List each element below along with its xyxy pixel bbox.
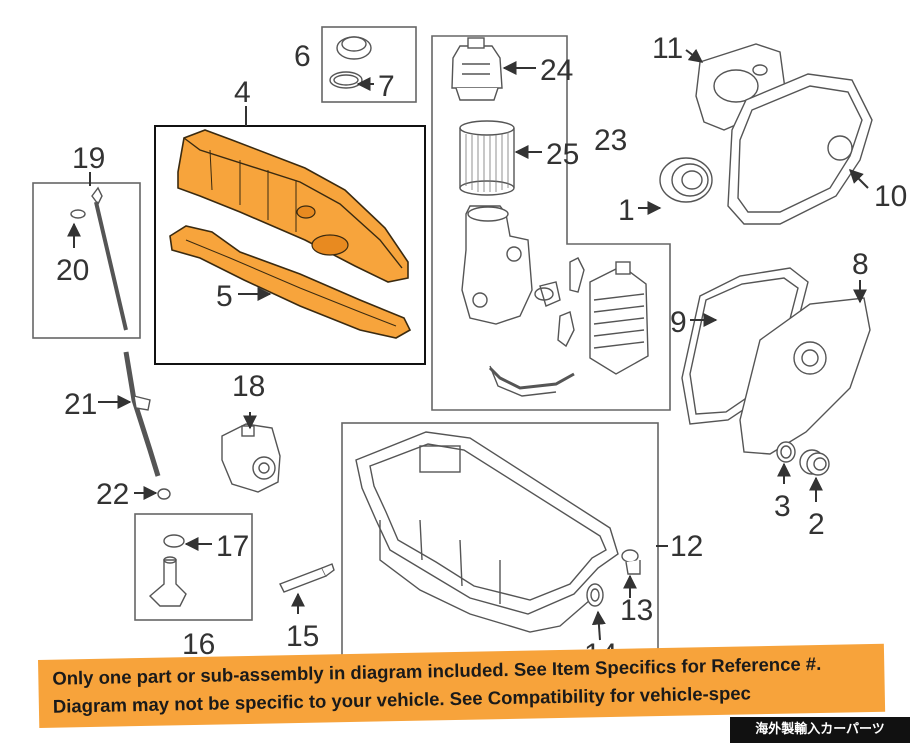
sealant-tube-part [279, 563, 335, 593]
callout-16: 16 [182, 628, 215, 661]
plug-part [799, 449, 830, 476]
oil-pump-part [221, 423, 281, 493]
tube-seal-part [157, 488, 171, 500]
gasket-part [169, 225, 412, 339]
filter-element-part [459, 120, 515, 196]
callout-18: 18 [232, 370, 265, 403]
seal-part [557, 311, 575, 348]
callout-6: 6 [294, 40, 311, 73]
cap-seal-part [329, 71, 363, 89]
group-box-sensor [134, 513, 253, 621]
oil-cooler-part [589, 261, 649, 375]
crank-seal-part [659, 157, 713, 203]
filter-housing-cap-part [451, 37, 503, 101]
seal-part [569, 257, 585, 293]
callout-23: 23 [594, 124, 627, 157]
oil-sensor-part [148, 556, 187, 607]
group-box-oil-filter [431, 35, 671, 411]
filter-housing-part [461, 205, 561, 325]
dipstick-part [91, 186, 128, 331]
group-box-valve-cover [154, 125, 426, 365]
callout-4: 4 [234, 76, 251, 109]
seal-ring-part [776, 441, 796, 463]
callout-21: 21 [64, 388, 97, 421]
callout-1: 1 [618, 194, 635, 227]
callout-12: 12 [670, 530, 703, 563]
callout-10: 10 [874, 180, 907, 213]
callout-8: 8 [852, 248, 869, 281]
drain-plug-part [621, 549, 641, 575]
callout-13: 13 [620, 594, 653, 627]
cooler-tube-part [488, 366, 575, 390]
drain-washer-part [586, 583, 604, 607]
group-box-dipstick [32, 182, 141, 339]
callout-2: 2 [808, 508, 825, 541]
oil-cap-part [336, 36, 372, 60]
callout-24: 24 [540, 54, 573, 87]
dipstick-seal-part [70, 209, 86, 219]
timing-cover-part [727, 73, 873, 225]
callout-3: 3 [774, 490, 791, 523]
sensor-seal-part [163, 534, 185, 548]
valve-cover-part [177, 129, 409, 283]
cooler-tube-part [489, 365, 557, 397]
seller-badge: 海外製輸入カーパーツ [730, 717, 910, 743]
dipstick-tube-part [123, 351, 161, 477]
callout-25: 25 [546, 138, 579, 171]
callout-11: 11 [652, 32, 683, 65]
callout-20: 20 [56, 254, 89, 287]
callout-7: 7 [378, 70, 395, 103]
callout-5: 5 [216, 280, 233, 313]
callout-15: 15 [286, 620, 319, 653]
callout-22: 22 [96, 478, 129, 511]
group-box-cap [321, 26, 417, 103]
callout-9: 9 [670, 306, 687, 339]
oil-pan-part [355, 431, 619, 633]
rear-cover-part [739, 297, 871, 455]
callout-19: 19 [72, 142, 105, 175]
callout-17: 17 [216, 530, 249, 563]
